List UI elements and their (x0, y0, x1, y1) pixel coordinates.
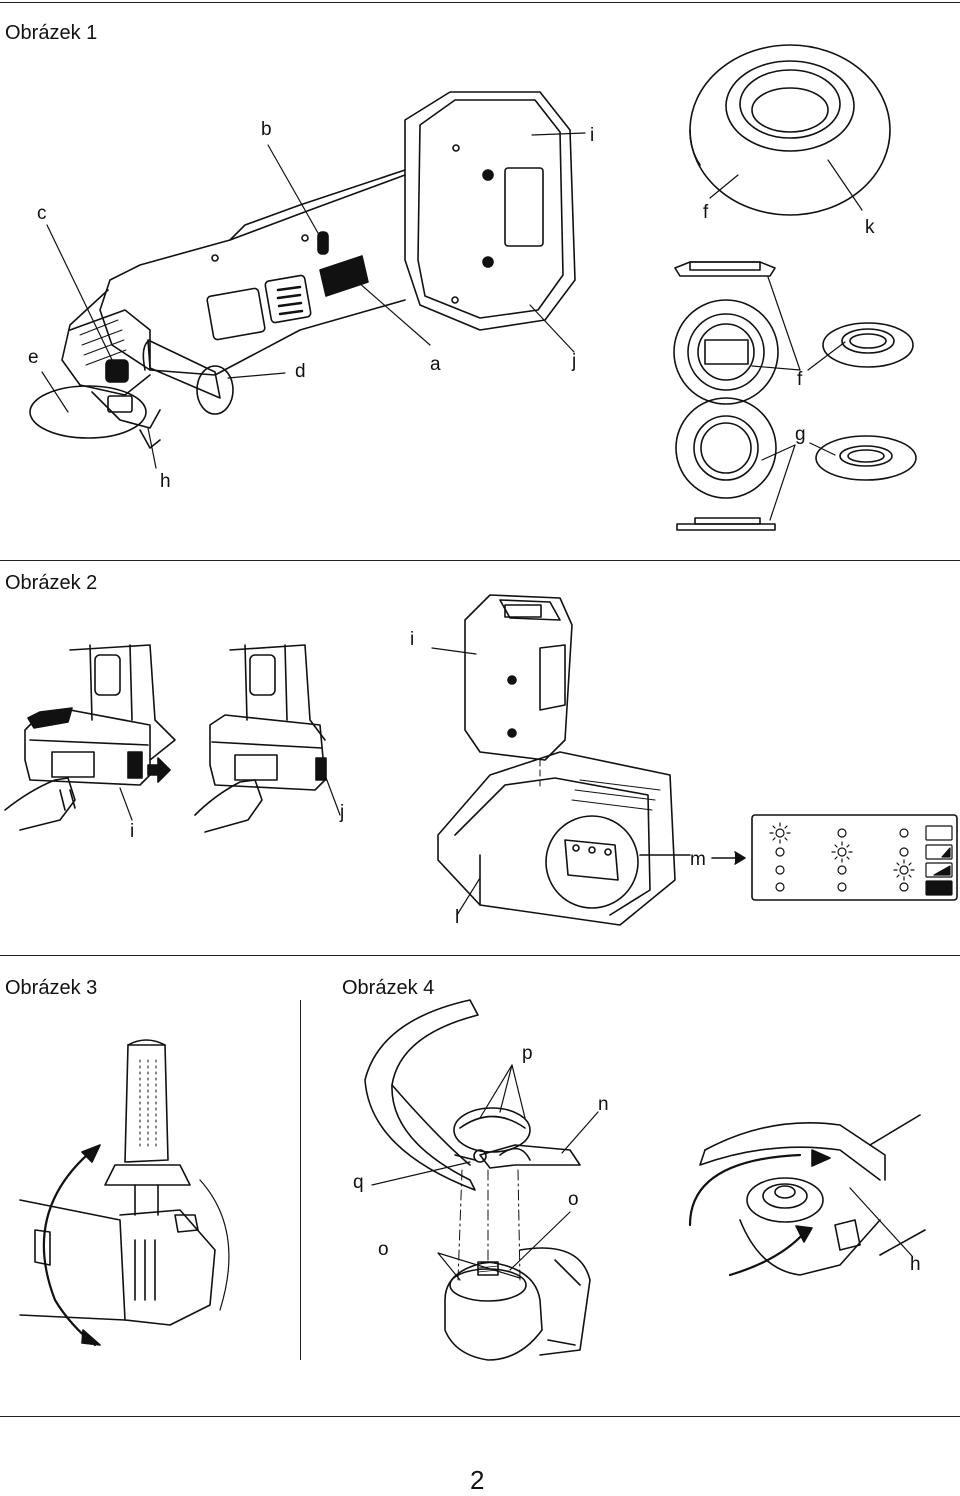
fig4-label-n: n (598, 1094, 609, 1115)
bottom-rule (0, 1416, 960, 1417)
fig1-label-b: b (261, 119, 272, 140)
flange-illustrations (673, 44, 917, 531)
guard-mounting-illustration (364, 999, 926, 1361)
fig1-label-f-mid: f (797, 369, 803, 390)
fig2-label-i-bottom: i (130, 821, 135, 842)
side-handle-illustration (19, 1039, 230, 1347)
figure-3-title: Obrázek 3 (5, 977, 98, 999)
divider-fig2-fig34 (0, 955, 960, 956)
fig1-label-c: c (37, 203, 47, 224)
fig4-label-o-left: o (378, 1239, 389, 1260)
divider-fig1-fig2 (0, 560, 960, 561)
fig4-label-q: q (353, 1172, 364, 1193)
fig1-label-i: i (590, 125, 595, 146)
grinder-illustration (29, 91, 576, 449)
fig2-label-j: j (340, 802, 345, 823)
figure-1-leader-lines (41, 132, 586, 469)
fig2-label-m: m (690, 849, 706, 870)
fig4-label-o-right: o (568, 1189, 579, 1210)
fig1-label-f-top: f (703, 202, 709, 223)
figure-2-title: Obrázek 2 (5, 572, 98, 594)
fig1-label-e: e (28, 347, 39, 368)
led-status-grid (769, 822, 953, 896)
fig1-label-h: h (160, 471, 171, 492)
top-rule (0, 2, 960, 3)
fig1-label-k: k (865, 217, 875, 238)
fig1-label-g: g (795, 424, 806, 445)
divider-fig3-fig4 (300, 1000, 301, 1360)
fig2-label-i-top: i (410, 629, 415, 650)
battery-removal-illustrations (4, 594, 958, 926)
figure-4-title: Obrázek 4 (342, 977, 435, 999)
fig1-label-j: j (572, 351, 577, 372)
fig1-label-a: a (430, 354, 441, 375)
fig4-label-h: h (910, 1254, 921, 1275)
page-number: 2 (470, 1465, 485, 1495)
fig2-label-l: l (455, 907, 460, 928)
fig1-label-d: d (295, 361, 306, 382)
fig4-label-p: p (522, 1043, 533, 1064)
figure-1-title: Obrázek 1 (5, 22, 98, 44)
